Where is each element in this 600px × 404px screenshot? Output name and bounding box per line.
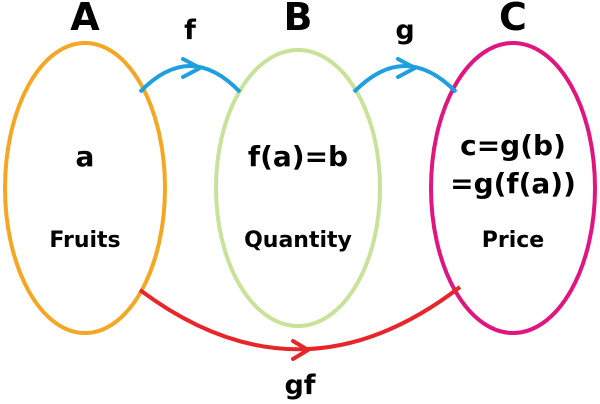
map-g-arrowhead [396, 57, 417, 79]
set-c-ellipse [429, 41, 597, 335]
set-c-element-line2: =g(f(a)) [450, 167, 576, 200]
set-c-name: Price [482, 228, 544, 253]
map-gf-label: gf [284, 370, 315, 401]
map-g-arrow [352, 64, 458, 94]
set-a-name: Fruits [49, 228, 120, 253]
map-f-label: f [184, 15, 196, 46]
set-a-letter: A [70, 0, 100, 39]
set-c-letter: C [499, 0, 527, 39]
map-f-arrow [138, 64, 242, 94]
set-b-letter: B [284, 0, 313, 39]
map-g-label: g [395, 15, 414, 46]
map-gf-arrowhead [291, 339, 310, 361]
set-b-element: f(a)=b [248, 140, 348, 173]
set-b-ellipse [214, 48, 382, 328]
map-f-arrowhead [181, 57, 202, 79]
set-c-element-line1: c=g(b) [460, 129, 566, 162]
set-a-element: a [76, 140, 95, 173]
set-b-name: Quantity [244, 228, 352, 253]
set-a-ellipse [3, 41, 167, 335]
map-gf-arrow [138, 285, 462, 352]
